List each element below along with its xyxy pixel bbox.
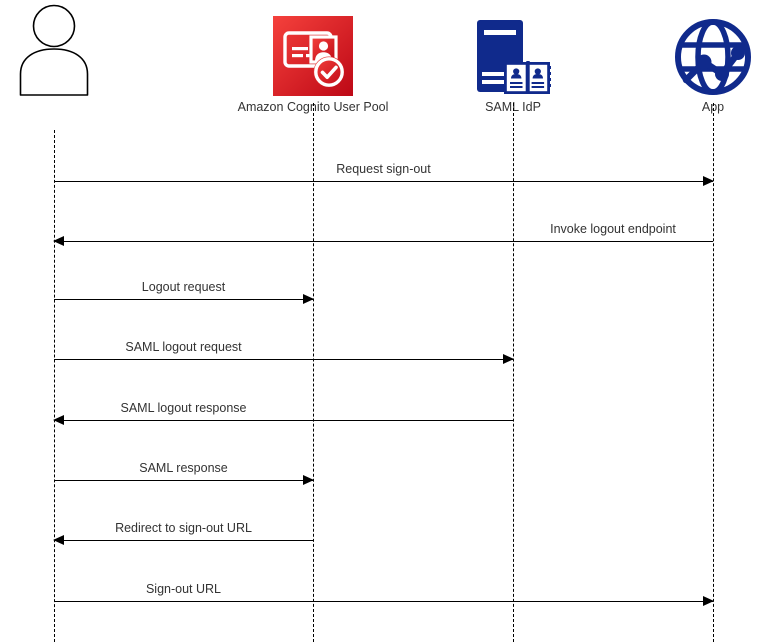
message-label: Request sign-out xyxy=(336,162,431,176)
cognito-icon-box xyxy=(233,0,393,96)
participant-label-app: App xyxy=(701,100,725,114)
arrowhead-right-icon xyxy=(303,294,314,304)
message-line xyxy=(54,540,313,541)
lifeline-cognito xyxy=(313,103,314,642)
message-label: SAML logout request xyxy=(125,340,242,354)
arrowhead-right-icon xyxy=(703,176,714,186)
saml-idp-server-icon xyxy=(477,20,551,94)
message-label: Invoke logout endpoint xyxy=(550,222,676,236)
actor-person-icon xyxy=(19,4,89,96)
arrowhead-right-icon xyxy=(303,475,314,485)
arrowhead-left-icon xyxy=(53,236,64,246)
app-globe-network-icon xyxy=(675,19,751,95)
saml-idp-icon-box xyxy=(433,0,593,96)
app-icon-box xyxy=(633,0,775,96)
message-line xyxy=(54,299,313,300)
participant-actor[interactable] xyxy=(0,0,134,130)
actor-icon-box xyxy=(0,0,134,96)
arrowhead-right-icon xyxy=(703,596,714,606)
message-line xyxy=(54,359,513,360)
message-line xyxy=(54,241,713,242)
message-label: SAML logout response xyxy=(120,401,247,415)
message-label: SAML response xyxy=(139,461,228,475)
arrowhead-right-icon xyxy=(503,354,514,364)
amazon-cognito-user-pool-icon xyxy=(273,16,353,96)
message-line xyxy=(54,420,513,421)
participant-cognito[interactable]: Amazon Cognito User Pool xyxy=(233,0,393,130)
participant-app[interactable]: App xyxy=(633,0,775,130)
message-line xyxy=(54,181,713,182)
message-line xyxy=(54,601,713,602)
message-label: Sign-out URL xyxy=(145,582,222,596)
arrowhead-left-icon xyxy=(53,535,64,545)
arrowhead-left-icon xyxy=(53,415,64,425)
lifeline-saml-idp xyxy=(513,103,514,642)
message-label: Redirect to sign-out URL xyxy=(115,521,252,535)
lifeline-app xyxy=(713,103,714,642)
message-line xyxy=(54,480,313,481)
lifeline-actor xyxy=(54,130,55,642)
message-label: Logout request xyxy=(141,280,226,294)
